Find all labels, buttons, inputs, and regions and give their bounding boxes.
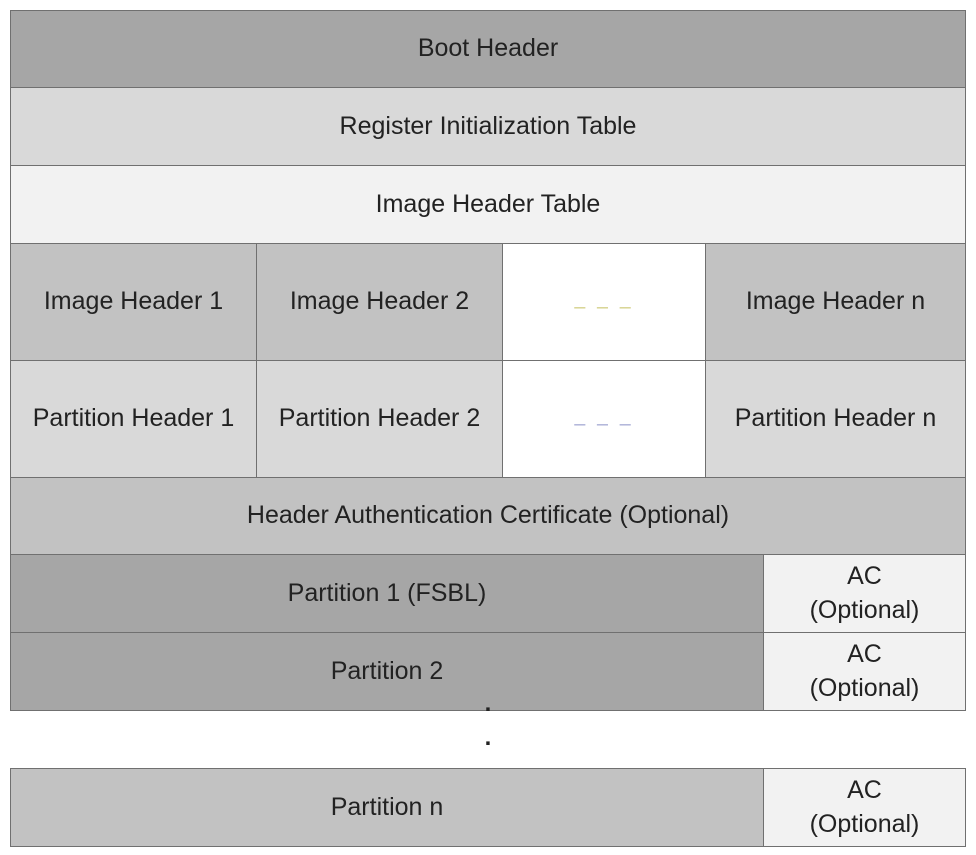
image-header-ellipsis: – – –	[574, 295, 634, 318]
partition-header-1-label: Partition Header 1	[32, 404, 235, 433]
partition-2-label: Partition 2	[330, 656, 444, 685]
partition-n: Partition n	[10, 768, 764, 847]
partition-header-1: Partition Header 1	[10, 360, 257, 478]
partition-n-label: Partition n	[330, 792, 444, 821]
partition-1-label: Partition 1 (FSBL)	[287, 578, 487, 607]
partition-2-ac: AC (Optional)	[763, 632, 966, 711]
partition-n-ac-label: AC (Optional)	[809, 775, 920, 838]
header-authentication-certificate-label: Header Authentication Certificate (Optio…	[246, 501, 730, 530]
partition-n-ac: AC (Optional)	[763, 768, 966, 847]
image-header-2: Image Header 2	[256, 243, 503, 361]
partition-2-ac-label: AC (Optional)	[809, 639, 920, 702]
image-header-table: Image Header Table	[10, 165, 966, 244]
boot-header: Boot Header	[10, 10, 966, 88]
ellipsis-dot-1: .	[484, 690, 492, 717]
partition-header-2: Partition Header 2	[256, 360, 503, 478]
partition-header-2-label: Partition Header 2	[278, 404, 481, 433]
partition-header-n: Partition Header n	[705, 360, 966, 478]
boot-header-label: Boot Header	[417, 34, 559, 63]
image-header-2-label: Image Header 2	[289, 287, 470, 316]
register-initialization-table-label: Register Initialization Table	[339, 111, 637, 140]
partition-1: Partition 1 (FSBL)	[10, 554, 764, 633]
partition-header-n-label: Partition Header n	[734, 404, 937, 433]
image-header-table-label: Image Header Table	[375, 189, 601, 218]
register-initialization-table: Register Initialization Table	[10, 87, 966, 166]
partition-header-ellipsis-cell: – – –	[502, 360, 706, 478]
partition-1-ac: AC (Optional)	[763, 554, 966, 633]
partition-2: Partition 2	[10, 632, 764, 711]
image-header-1: Image Header 1	[10, 243, 257, 361]
image-header-n: Image Header n	[705, 243, 966, 361]
image-header-ellipsis-cell: – – –	[502, 243, 706, 361]
image-header-n-label: Image Header n	[745, 287, 926, 316]
image-header-1-label: Image Header 1	[43, 287, 224, 316]
partition-header-ellipsis: – – –	[574, 412, 634, 435]
partition-1-ac-label: AC (Optional)	[809, 561, 920, 624]
ellipsis-dot-2: .	[484, 724, 492, 751]
header-authentication-certificate: Header Authentication Certificate (Optio…	[10, 477, 966, 555]
